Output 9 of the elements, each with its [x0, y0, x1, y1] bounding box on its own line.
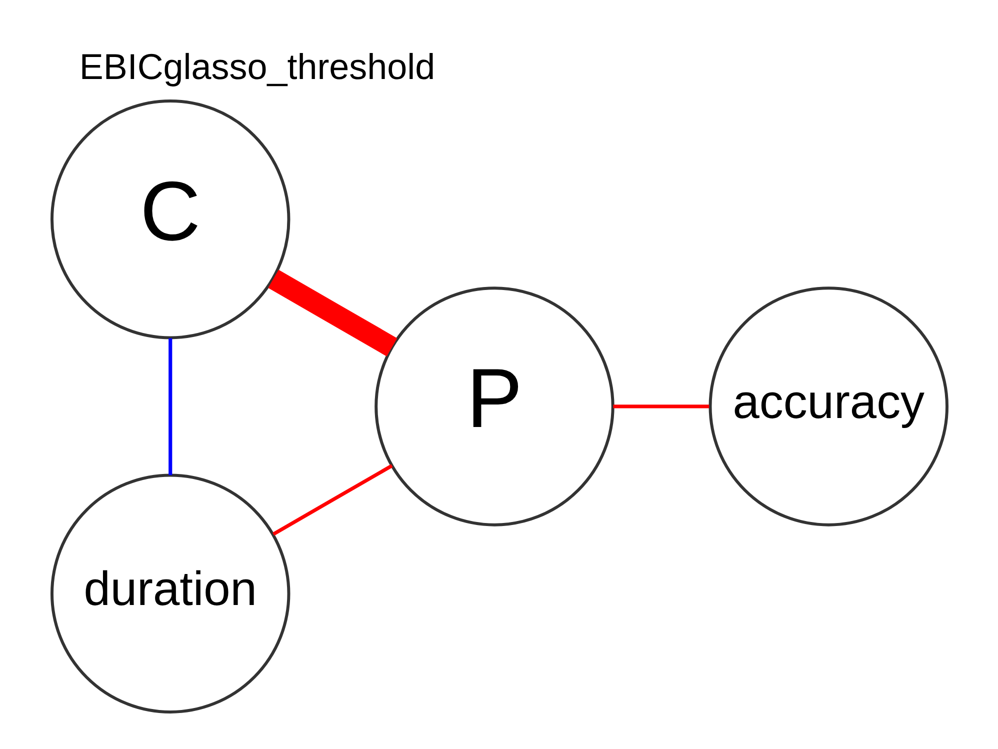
connector: [168, 338, 172, 475]
diagram-title: EBICglasso_threshold: [78, 45, 435, 86]
node-circle: duration: [50, 473, 290, 713]
node-circle: C: [50, 98, 290, 339]
node-circle: P: [374, 286, 614, 526]
connector: [272, 464, 392, 536]
connector: [268, 269, 397, 356]
node-circle: accuracy: [708, 286, 948, 526]
connector: [612, 404, 709, 408]
